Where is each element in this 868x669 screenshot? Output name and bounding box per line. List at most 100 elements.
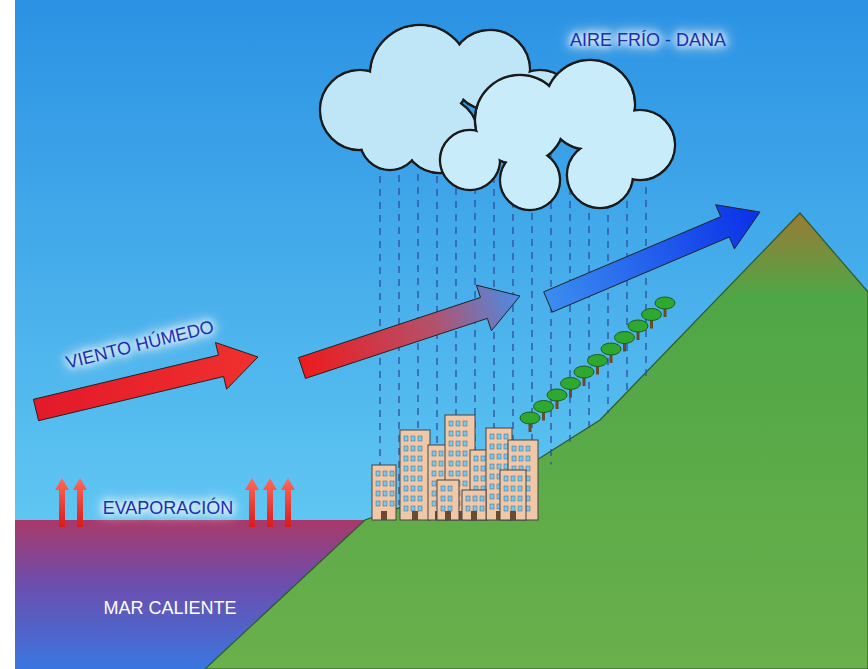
building: [400, 430, 430, 520]
rain-streak: [645, 174, 646, 379]
window: [390, 501, 394, 506]
evaporation-arrow: [245, 478, 259, 527]
window: [497, 464, 501, 469]
window: [490, 474, 494, 479]
window: [456, 431, 460, 436]
tree-crown: [547, 389, 567, 401]
window: [411, 496, 415, 501]
tree-crown: [615, 332, 635, 344]
tree-crown: [520, 412, 540, 424]
window: [526, 496, 530, 501]
window: [383, 481, 387, 486]
window: [404, 476, 408, 481]
window: [418, 506, 422, 511]
window: [418, 476, 422, 481]
tree-crown: [628, 320, 648, 332]
window: [411, 436, 415, 441]
window: [518, 476, 522, 481]
window: [418, 496, 422, 501]
window: [390, 471, 394, 476]
window: [449, 471, 453, 476]
window: [376, 481, 380, 486]
window: [448, 486, 452, 491]
window: [511, 486, 515, 491]
window: [473, 496, 477, 501]
window: [512, 456, 516, 461]
window: [511, 476, 515, 481]
tree-crown: [588, 355, 608, 367]
window: [404, 436, 408, 441]
window: [411, 466, 415, 471]
window: [504, 486, 508, 491]
window: [526, 506, 530, 511]
window: [511, 496, 515, 501]
window: [418, 486, 422, 491]
building: [372, 465, 396, 520]
window: [463, 451, 467, 456]
window: [404, 486, 408, 491]
window: [449, 421, 453, 426]
tree-crown: [642, 309, 662, 321]
window: [466, 506, 470, 511]
tree-crown: [561, 378, 581, 390]
window: [448, 496, 452, 501]
window: [439, 451, 443, 456]
evaporation-arrow: [55, 478, 69, 527]
building: [462, 490, 486, 520]
window: [463, 461, 467, 466]
window: [449, 461, 453, 466]
window: [504, 434, 508, 439]
rain-streak: [379, 150, 380, 505]
window: [432, 481, 436, 486]
evaporation-label: EVAPORACIÓN: [97, 496, 240, 521]
door: [510, 511, 516, 520]
window: [456, 461, 460, 466]
window: [449, 451, 453, 456]
wind-arrow: [299, 285, 520, 378]
tree-crown: [534, 401, 554, 413]
window: [511, 506, 515, 511]
door: [381, 511, 387, 520]
window: [404, 466, 408, 471]
mountain: [205, 213, 868, 669]
sky: [15, 0, 868, 669]
window: [463, 421, 467, 426]
window: [481, 476, 485, 481]
window: [390, 481, 394, 486]
door: [412, 511, 418, 520]
window: [463, 431, 467, 436]
window: [441, 486, 445, 491]
window: [404, 456, 408, 461]
window: [518, 486, 522, 491]
window: [504, 444, 508, 449]
window: [490, 464, 494, 469]
rain-streak: [588, 174, 589, 430]
window: [456, 441, 460, 446]
window: [490, 494, 494, 499]
window: [404, 496, 408, 501]
window: [418, 446, 422, 451]
tree-crown: [601, 343, 621, 355]
window: [448, 506, 452, 511]
window: [376, 471, 380, 476]
tree-crown: [574, 366, 594, 378]
window: [449, 431, 453, 436]
window: [411, 476, 415, 481]
window: [519, 456, 523, 461]
window: [504, 464, 508, 469]
window: [449, 441, 453, 446]
trees: [520, 297, 675, 432]
window: [383, 491, 387, 496]
window: [490, 444, 494, 449]
window: [497, 454, 501, 459]
building: [437, 480, 459, 520]
window: [490, 484, 494, 489]
wind-arrow: [544, 205, 760, 312]
window: [383, 471, 387, 476]
window: [504, 454, 508, 459]
window: [432, 501, 436, 506]
window: [518, 496, 522, 501]
window: [519, 446, 523, 451]
window: [439, 461, 443, 466]
window: [432, 471, 436, 476]
